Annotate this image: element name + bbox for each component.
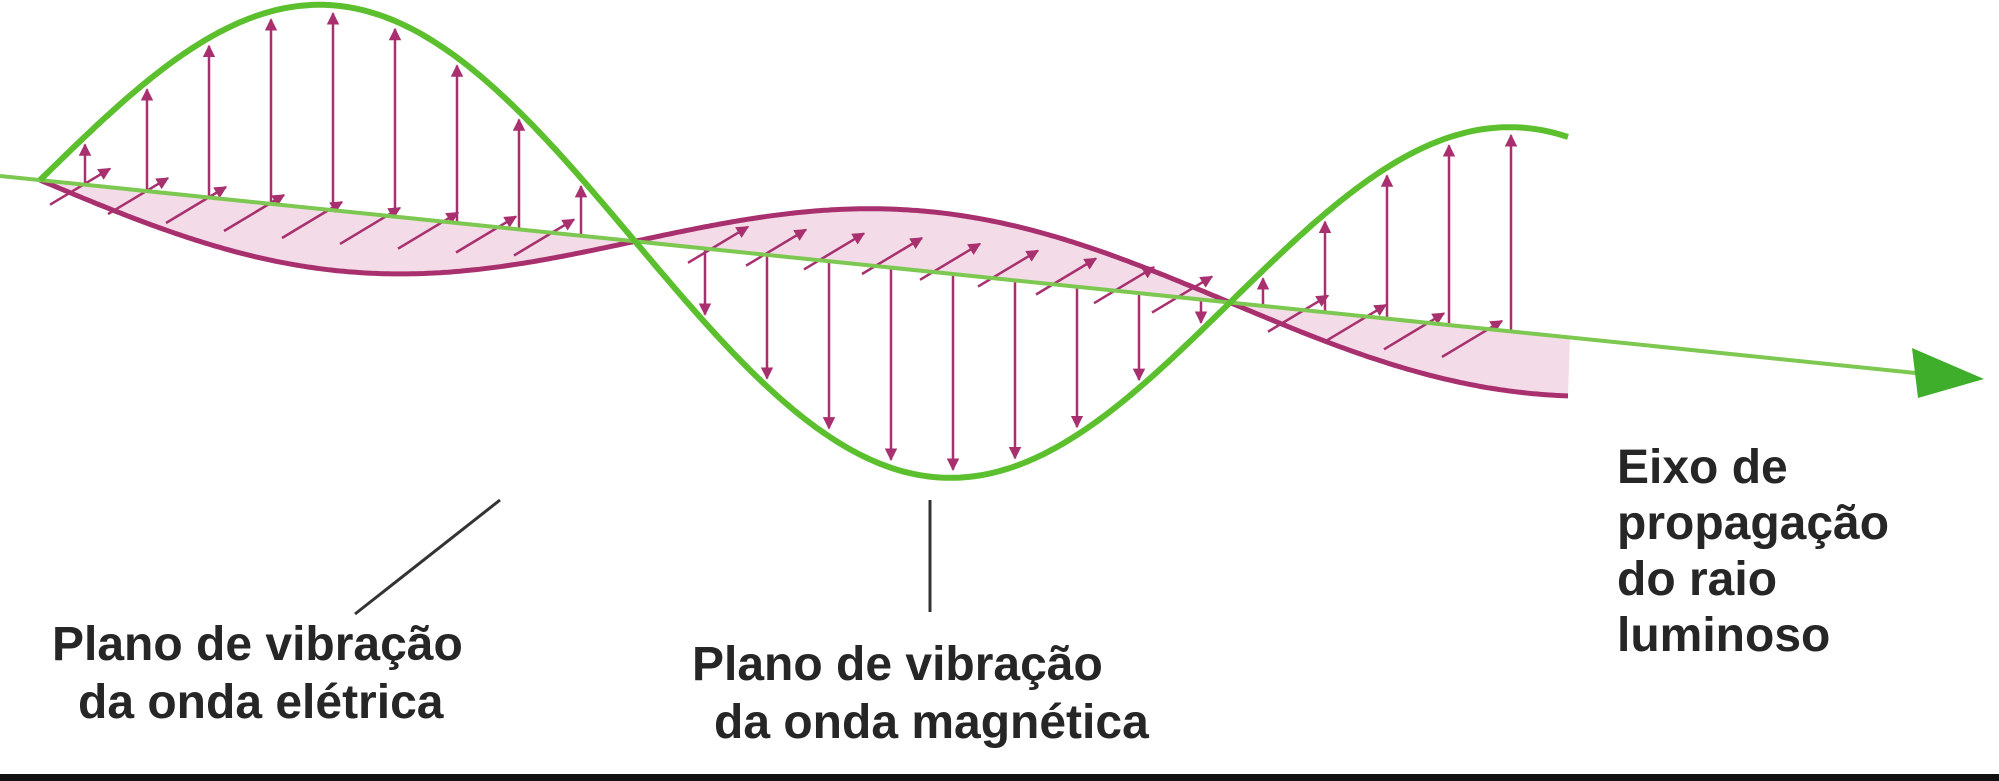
magnetic-field-arrow	[1151, 275, 1214, 314]
magnetic-field-arrow	[861, 236, 924, 276]
propagation-label-line2: propagação	[1617, 497, 1890, 550]
magnetic-field-arrow	[977, 249, 1040, 288]
magnetic-field-arrow	[687, 225, 750, 264]
magnetic-plane-label: Plano de vibração da onda magnética	[692, 636, 1149, 752]
magnetic-wave-outline	[39, 177, 1569, 399]
propagation-label-line1: Eixo de	[1617, 441, 1788, 494]
propagation-arrowhead	[1912, 348, 1984, 398]
magnetic-field-arrow	[339, 206, 402, 245]
magnetic-field-arrow	[745, 228, 808, 267]
magnetic-field-arrow	[1383, 312, 1446, 351]
propagation-label-line3: do raio	[1617, 553, 1778, 606]
electric-field-arrows	[78, 12, 1518, 472]
propagation-axis-label: Eixo de propagação do raio luminoso	[1617, 440, 1889, 664]
magnetic-field-arrow	[455, 215, 518, 254]
magnetic-field-arrow	[49, 167, 112, 206]
magnetic-field-arrow	[1093, 266, 1156, 305]
magnetic-field-arrow	[513, 218, 576, 257]
magnetic-field-arrow	[1325, 303, 1388, 342]
electric-plane-label-line1: Plano de vibração	[52, 618, 463, 671]
propagation-label-line4: luminoso	[1617, 609, 1831, 662]
propagation-axis-line	[0, 174, 1926, 376]
magnetic-field-arrow	[397, 211, 460, 250]
magnetic-field-arrow	[1267, 294, 1330, 333]
electric-plane-leader	[354, 498, 501, 616]
magnetic-field-arrow	[1441, 319, 1504, 358]
electric-plane-label-line2: da onda elétrica	[78, 676, 444, 729]
bottom-border	[0, 774, 1999, 781]
magnetic-field-arrow	[223, 193, 286, 233]
magnetic-field-arrow	[1035, 257, 1098, 296]
electric-wave	[37, 1, 1569, 481]
magnetic-field-arrows	[49, 167, 1504, 358]
magnetic-field-arrow	[803, 232, 866, 271]
magnetic-field-arrow	[165, 185, 228, 225]
magnetic-field-arrow	[107, 177, 170, 216]
magnetic-plane-label-line1: Plano de vibração	[692, 638, 1103, 691]
magnetic-field-arrow	[919, 242, 982, 281]
electric-plane-label: Plano de vibração da onda elétrica	[52, 616, 463, 732]
magnetic-plane-label-line2: da onda magnética	[714, 696, 1149, 749]
